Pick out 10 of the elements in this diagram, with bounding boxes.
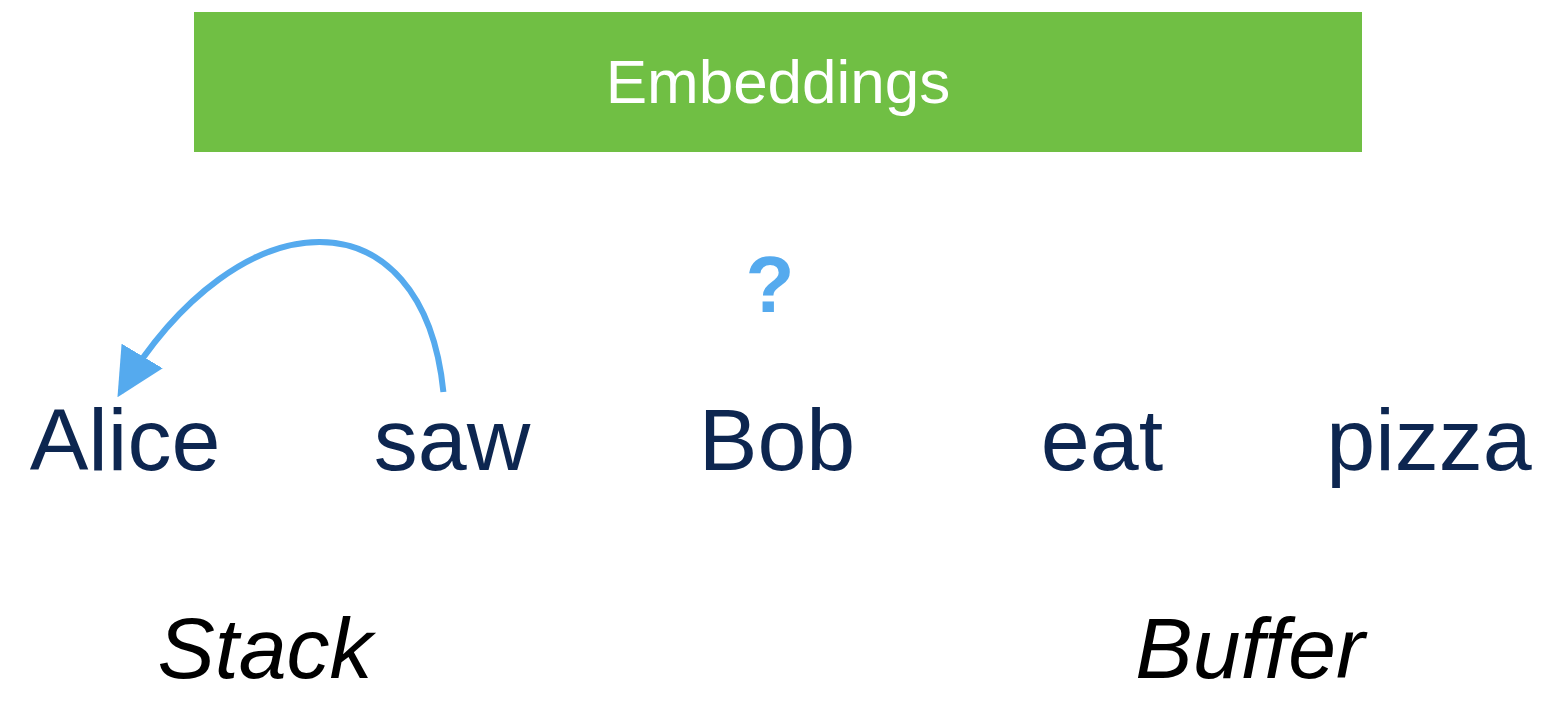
word-label: saw	[366, 392, 538, 488]
word-label: Bob	[694, 392, 860, 488]
title-banner: Embeddings	[194, 12, 1362, 152]
buffer-label: Buffer	[1100, 598, 1400, 698]
word-label: pizza	[1314, 392, 1544, 488]
word-label: Alice	[14, 392, 236, 488]
curved-arrow	[117, 239, 447, 397]
stack-label: Stack	[140, 598, 390, 698]
word-label: eat	[1026, 392, 1178, 488]
question-mark: ?	[744, 239, 796, 331]
